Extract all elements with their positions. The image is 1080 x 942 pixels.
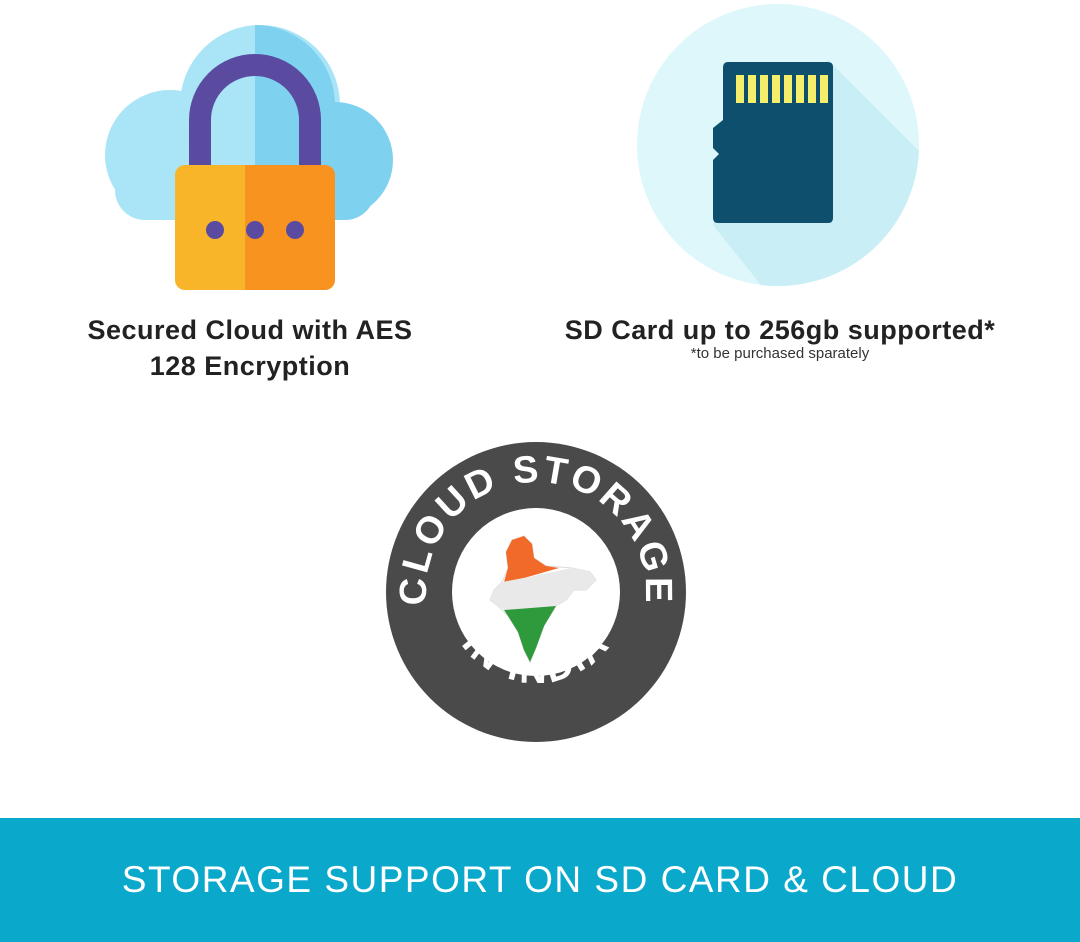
sd-card-icon (633, 0, 923, 290)
cloud-storage-india-badge: CLOUD STORAGE IN INDIA (384, 440, 688, 744)
banner-text: STORAGE SUPPORT ON SD CARD & CLOUD (121, 859, 959, 900)
india-map-icon (489, 535, 597, 664)
cloud-caption-line1: Secured Cloud with AES (87, 315, 413, 345)
cloud-lock-icon (95, 25, 405, 295)
sd-card-footnote: *to be purchased sparately (690, 345, 870, 362)
bottom-banner: STORAGE SUPPORT ON SD CARD & CLOUD (0, 818, 1080, 942)
cloud-caption: Secured Cloud with AES 128 Encryption (40, 312, 460, 384)
sd-card-caption: SD Card up to 256gb supported* (564, 315, 996, 345)
cloud-caption-line2: 128 Encryption (149, 351, 351, 381)
